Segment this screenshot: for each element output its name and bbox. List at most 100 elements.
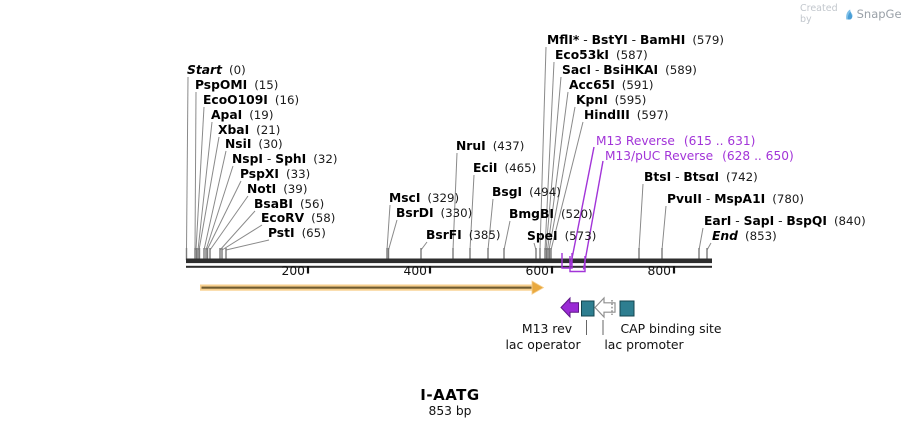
cut-position: (573)	[564, 229, 597, 243]
site-label-end[interactable]: End (853)	[712, 230, 777, 243]
enzyme-name: HindIII	[584, 108, 630, 122]
site-label-nspi-sphi[interactable]: NspI - SphI(32)	[232, 153, 337, 166]
orf-arrow[interactable]	[200, 280, 545, 295]
enzyme-name: XbaI	[218, 123, 250, 137]
enzyme-name: EarI - SapI - BspQI	[704, 214, 827, 228]
feature-label-lac-promoter: lac promoter	[604, 337, 684, 352]
enzyme-name: PvuII - MspA1I	[667, 192, 766, 206]
site-label-bmgbi[interactable]: BmgBI(520)	[509, 208, 593, 221]
feature-label-connectors	[586, 320, 604, 335]
watermark: Created by SnapGene	[800, 3, 901, 25]
m13-rev-arrow[interactable]	[560, 296, 579, 319]
cut-position: (16)	[274, 93, 300, 107]
enzyme-name: NspI - SphI	[232, 152, 307, 166]
site-label-acc65i[interactable]: Acc65I(591)	[569, 79, 654, 92]
lac-promoter-arrow[interactable]	[594, 296, 616, 319]
ruler-ticks	[306, 266, 676, 274]
ruler-label-400: 400	[403, 264, 427, 278]
enzyme-name: PspOMI	[195, 78, 248, 92]
watermark-brand: SnapGene	[856, 7, 901, 21]
primer-region-brackets[interactable]	[561, 146, 604, 273]
enzyme-name: KpnI	[576, 93, 608, 107]
cut-position: (56)	[299, 197, 325, 211]
site-label-kpni[interactable]: KpnI (595)	[576, 94, 646, 107]
site-label-eco53ki[interactable]: Eco53kI (587)	[555, 49, 648, 62]
cut-position: (65)	[301, 226, 326, 240]
site-label-bsrfi[interactable]: BsrFI (385)	[426, 229, 500, 242]
cut-position: (385)	[468, 228, 501, 242]
enzyme-name: BsaBI	[254, 197, 293, 211]
site-label-btsi-btsai[interactable]: BtsI - BtsαI(742)	[644, 171, 758, 184]
site-label-nrui[interactable]: NruI (437)	[456, 140, 524, 153]
enzyme-name: ApaI	[211, 108, 243, 122]
enzyme-name: PstI	[268, 226, 295, 240]
enzyme-name: BtsI - BtsαI	[644, 170, 720, 184]
site-label-mfli-bstyi-bamhi[interactable]: MflI* - BstYI - BamHI(579)	[547, 34, 724, 47]
site-label-bsrdi[interactable]: BsrDI (330)	[396, 207, 472, 220]
primer-label-m13-puc-reverse[interactable]: M13/pUC Reverse(628 .. 650)	[605, 150, 794, 163]
enzyme-name: Eco53kI	[555, 48, 610, 62]
primer-range: (615 .. 631)	[683, 134, 756, 148]
cut-position: (465)	[504, 161, 537, 175]
cut-position: (494)	[529, 185, 561, 199]
site-label-apai[interactable]: ApaI (19)	[211, 109, 273, 122]
cut-position: (595)	[614, 93, 647, 107]
site-label-ecoo109i[interactable]: EcoO109I (16)	[203, 94, 299, 107]
enzyme-name: NsiI	[225, 137, 252, 151]
site-label-bsgi[interactable]: BsgI (494)	[492, 186, 561, 199]
site-label-xbai[interactable]: XbaI (21)	[218, 124, 280, 137]
site-label-msci[interactable]: MscI(329)	[389, 192, 459, 205]
site-label-hindiii[interactable]: HindIII (597)	[584, 109, 669, 122]
endpoint-name: End	[712, 229, 738, 243]
cut-position: (587)	[616, 48, 648, 62]
sequence-bar[interactable]	[186, 258, 712, 268]
site-label-pvuii-mspa1i[interactable]: PvuII - MspA1I (780)	[667, 193, 804, 206]
primer-label-m13-reverse[interactable]: M13 Reverse(615 .. 631)	[596, 135, 755, 148]
enzyme-name: BsrDI	[396, 206, 434, 220]
enzyme-name: BmgBI	[509, 207, 554, 221]
cut-position: (0)	[228, 63, 246, 77]
enzyme-name: EciI	[473, 161, 498, 175]
site-label-saci-bsihkai[interactable]: SacI - BsiHKAI(589)	[562, 64, 697, 77]
cut-position: (853)	[744, 229, 777, 243]
enzyme-name: Acc65I	[569, 78, 615, 92]
cut-position: (58)	[311, 211, 336, 225]
cut-position: (19)	[249, 108, 274, 122]
ruler-label-800: 800	[647, 264, 671, 278]
site-label-nsii[interactable]: NsiI (30)	[225, 138, 283, 151]
cut-position: (329)	[427, 191, 460, 205]
enzyme-name: SacI - BsiHKAI	[562, 63, 659, 77]
site-label-pspxi[interactable]: PspXI(33)	[240, 168, 310, 181]
cap-binding-site-box[interactable]	[619, 300, 635, 317]
site-label-noti[interactable]: NotI(39)	[247, 183, 307, 196]
lac-operator-box[interactable]	[581, 300, 595, 317]
enzyme-name: SpeI	[527, 229, 558, 243]
cut-position: (597)	[636, 108, 669, 122]
sequence-length: 853 bp	[428, 404, 472, 418]
enzyme-name: EcoO109I	[203, 93, 268, 107]
site-label-start[interactable]: Start(0)	[187, 64, 246, 77]
enzyme-name: BsrFI	[426, 228, 462, 242]
feature-label-cap-binding-site: CAP binding site	[620, 321, 722, 336]
cut-position: (21)	[256, 123, 281, 137]
site-label-ecorv[interactable]: EcoRV(58)	[261, 212, 335, 225]
feature-label-lac-operator: lac operator	[505, 337, 581, 352]
cut-position: (39)	[283, 182, 308, 196]
cut-position: (30)	[258, 137, 283, 151]
cut-position: (15)	[254, 78, 279, 92]
snapgene-logo-icon	[845, 8, 853, 20]
cut-position: (437)	[492, 139, 525, 153]
site-label-spei[interactable]: SpeI (573)	[527, 230, 596, 243]
cut-site-ticks	[185, 248, 708, 260]
site-label-pspomi[interactable]: PspOMI (15)	[195, 79, 278, 92]
cut-position: (780)	[772, 192, 804, 206]
cut-position: (330)	[440, 206, 473, 220]
enzyme-name: NruI	[456, 139, 486, 153]
site-label-psti[interactable]: PstI (65)	[268, 227, 326, 240]
enzyme-name: BsgI	[492, 185, 523, 199]
site-label-eari-sapi-bspqi[interactable]: EarI - SapI - BspQI(840)	[704, 215, 866, 228]
site-label-ecii[interactable]: EciI (465)	[473, 162, 536, 175]
site-label-bsabi[interactable]: BsaBI (56)	[254, 198, 324, 211]
leader-lines	[186, 46, 712, 251]
